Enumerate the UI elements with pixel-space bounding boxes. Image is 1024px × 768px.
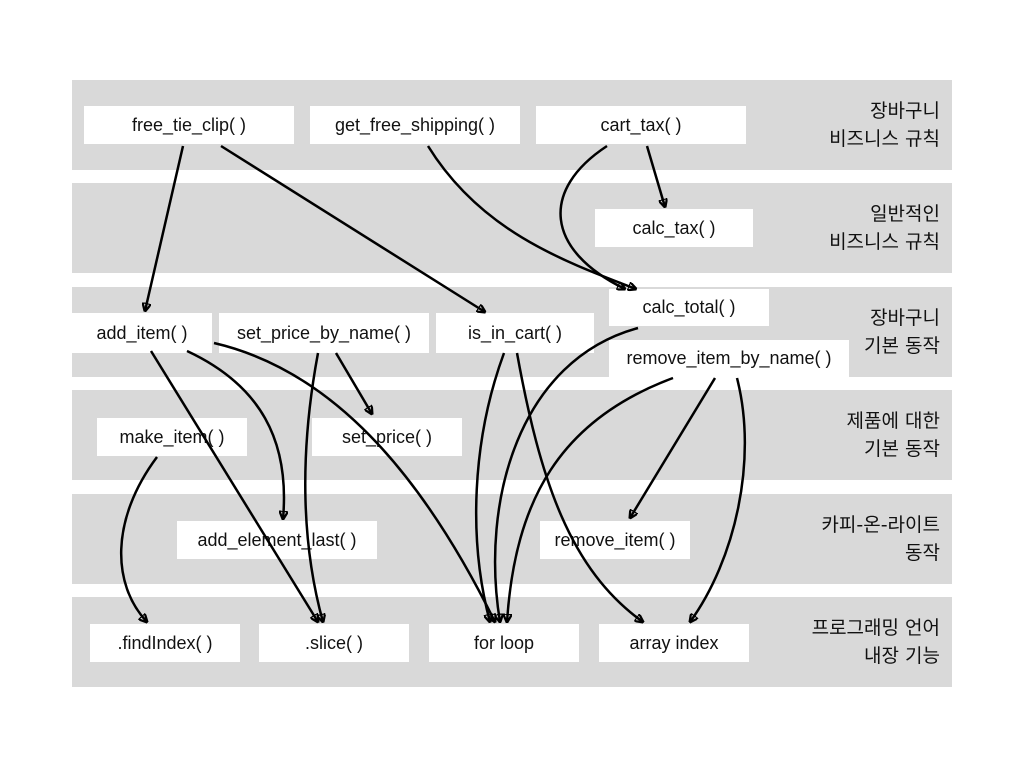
- layer-label-line: 내장 기능: [864, 645, 940, 667]
- layer-label-line: 일반적인: [870, 203, 940, 225]
- node-remove-item: remove_item( ): [540, 521, 690, 559]
- node-for-loop: for loop: [429, 624, 579, 662]
- node-set-price: set_price( ): [312, 418, 462, 456]
- layer-label-line: 비즈니스 규칙: [829, 128, 940, 150]
- node-find-index: .findIndex( ): [90, 624, 240, 662]
- layer-label-line: 기본 동작: [864, 335, 940, 357]
- layer-label: 장바구니 기본 동작: [864, 304, 940, 360]
- layer-label: 제품에 대한 기본 동작: [847, 407, 940, 463]
- layer-label-line: 비즈니스 규칙: [829, 231, 940, 253]
- node-make-item: make_item( ): [97, 418, 247, 456]
- layer-label-line: 카피-온-라이트: [821, 514, 940, 536]
- layer-label-line: 장바구니: [870, 100, 940, 122]
- node-cart-tax: cart_tax( ): [536, 106, 746, 144]
- layer-label-line: 제품에 대한: [846, 410, 940, 432]
- node-free-tie-clip: free_tie_clip( ): [84, 106, 294, 144]
- layer-label-line: 기본 동작: [864, 438, 940, 460]
- node-add-element-last: add_element_last( ): [177, 521, 377, 559]
- layer-label-line: 장바구니: [870, 307, 940, 329]
- node-is-in-cart: is_in_cart( ): [436, 313, 594, 353]
- node-calc-tax: calc_tax( ): [595, 209, 753, 247]
- node-set-price-by-name: set_price_by_name( ): [219, 313, 429, 353]
- layer-general-business-rules: 일반적인 비즈니스 규칙: [72, 183, 952, 273]
- node-array-index: array index: [599, 624, 749, 662]
- node-remove-item-by-name: remove_item_by_name( ): [609, 340, 849, 377]
- node-slice: .slice( ): [259, 624, 409, 662]
- node-add-item: add_item( ): [72, 313, 212, 353]
- layer-label: 프로그래밍 언어 내장 기능: [812, 614, 940, 670]
- layer-label: 장바구니 비즈니스 규칙: [829, 97, 940, 153]
- layer-label: 일반적인 비즈니스 규칙: [829, 200, 940, 256]
- layer-label-line: 동작: [905, 542, 940, 564]
- node-get-free-shipping: get_free_shipping( ): [310, 106, 520, 144]
- layer-label: 카피-온-라이트 동작: [821, 511, 940, 567]
- layer-label-line: 프로그래밍 언어: [811, 617, 940, 639]
- node-calc-total: calc_total( ): [609, 289, 769, 326]
